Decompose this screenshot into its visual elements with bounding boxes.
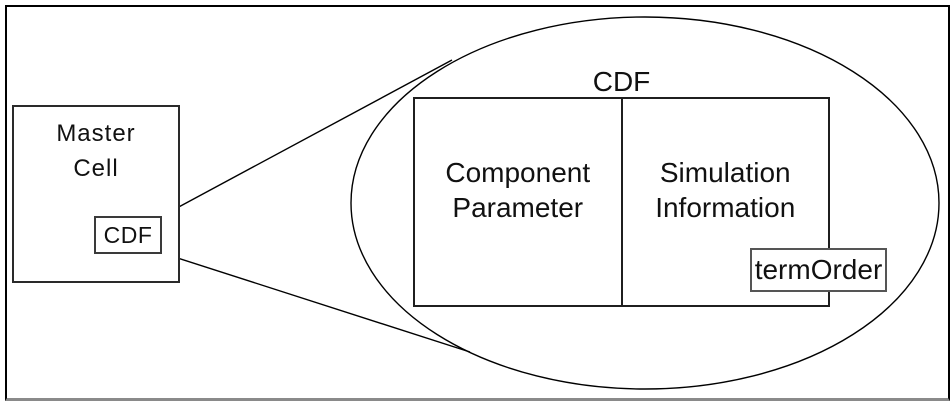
zoom-line-bottom: [161, 252, 471, 353]
term-order-box: termOrder: [750, 248, 887, 292]
simulation-information-cell: Simulation Information: [620, 99, 829, 305]
term-order-label: termOrder: [754, 254, 883, 285]
component-parameter-label: Component Parameter: [415, 155, 621, 225]
simulation-information-line2: Information: [655, 192, 796, 223]
component-parameter-line2: Parameter: [452, 192, 584, 223]
outer-frame: [5, 5, 950, 401]
cdf-detail-title: CDF: [592, 66, 651, 97]
component-parameter-cell: Component Parameter: [415, 99, 621, 305]
cdf-box: CDF: [94, 216, 162, 254]
component-parameter-line1: Component: [445, 157, 591, 188]
master-cell-label-line1: Master: [56, 120, 136, 147]
master-cell-label: Master Cell: [12, 116, 180, 186]
simulation-information-line1: Simulation: [659, 157, 791, 188]
zoom-line-top: [161, 59, 453, 217]
simulation-information-label: Simulation Information: [623, 155, 829, 225]
master-cell-label-line2: Cell: [73, 155, 119, 182]
magnifier-ellipse: [350, 16, 940, 390]
cdf-box-label: CDF: [103, 221, 153, 248]
